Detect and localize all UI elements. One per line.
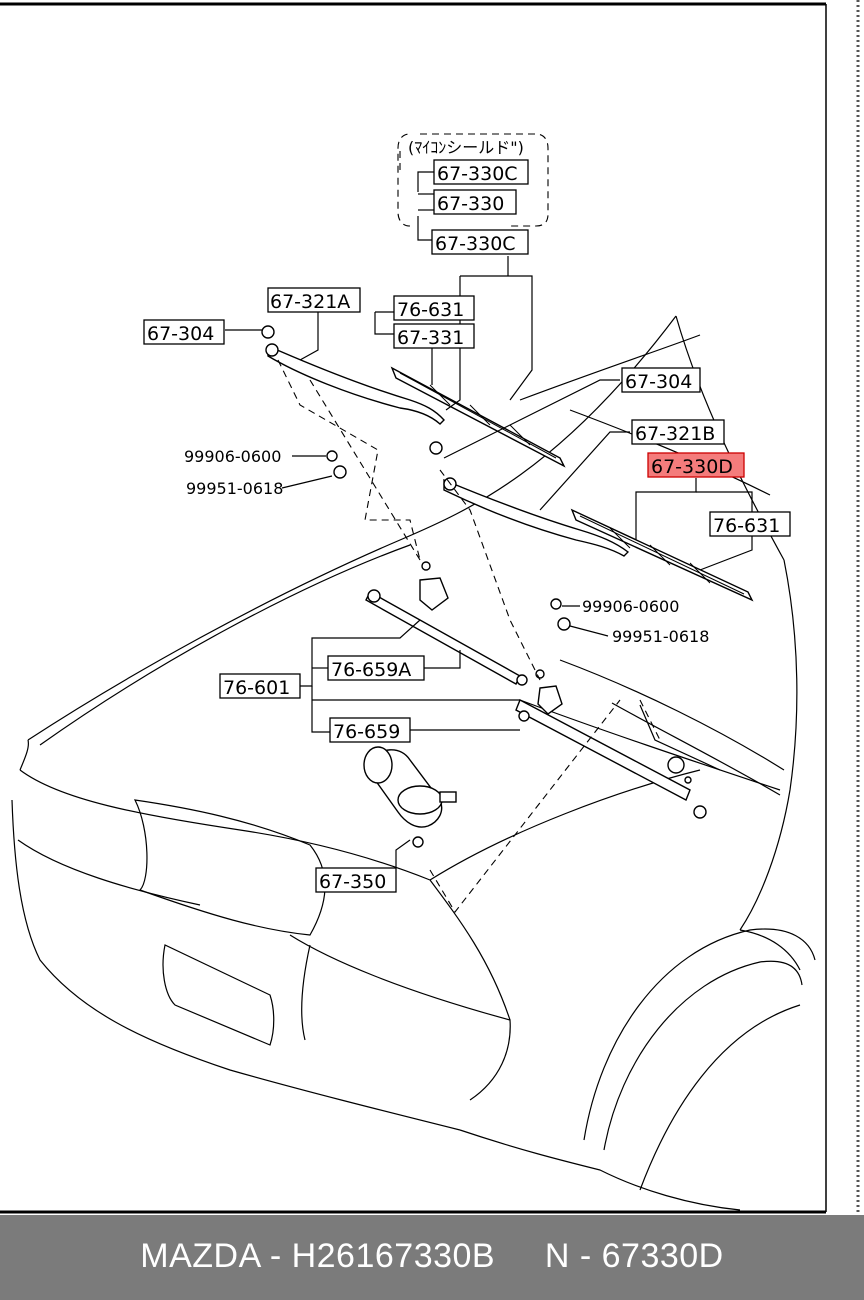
callout-67-330D-highlighted: 67-330D (647, 452, 745, 478)
callout-76-631-b: 76-631 (709, 511, 791, 537)
svg-text:76-631: 76-631 (397, 299, 464, 321)
callout-99906-0600-b: 99906-0600 (582, 597, 679, 616)
svg-text:67-321B: 67-321B (635, 423, 715, 445)
parts-diagram: (ﾏｲｺﾝシールド") 67-330C 67-330 67-330C 67-32… (0, 0, 860, 1215)
svg-text:67-330D: 67-330D (651, 456, 733, 478)
wiper-motor (363, 746, 457, 848)
footer-brand: MAZDA (140, 1237, 260, 1275)
footer-gap (495, 1237, 545, 1275)
svg-text:76-659: 76-659 (333, 721, 400, 743)
footer-separator: - (259, 1237, 292, 1275)
svg-text:76-631: 76-631 (713, 515, 780, 537)
assembly-dashed-lines (277, 150, 661, 913)
svg-text:76-659A: 76-659A (331, 659, 411, 681)
svg-text:76-601: 76-601 (223, 677, 290, 699)
note-label: (ﾏｲｺﾝシールド") (408, 138, 524, 157)
callout-67-330: 67-330 (433, 189, 517, 215)
wiper-blade-left (390, 366, 566, 468)
callout-67-304-b: 67-304 (621, 367, 701, 393)
footer-caption: MAZDA - H26167330B N - 67330D (0, 1237, 864, 1276)
callout-67-304-a: 67-304 (143, 319, 225, 345)
svg-text:99906-0600: 99906-0600 (582, 597, 679, 616)
callout-99906-0600-a: 99906-0600 (184, 447, 281, 466)
callout-76-659A: 76-659A (327, 655, 425, 681)
callout-99951-0618-a: 99951-0618 (186, 479, 283, 498)
callout-67-331: 67-331 (393, 323, 475, 349)
callout-67-330C-a: 67-330C (433, 159, 529, 185)
callout-99951-0618-b: 99951-0618 (612, 627, 709, 646)
car-body-outline (11, 315, 816, 1211)
footer-n-code: 67330D (601, 1237, 724, 1275)
callout-67-350: 67-350 (315, 867, 397, 893)
svg-text:99951-0618: 99951-0618 (612, 627, 709, 646)
wiper-linkage (365, 561, 707, 819)
footer-part-number: H26167330B (291, 1237, 496, 1275)
svg-text:67-330C: 67-330C (435, 233, 516, 255)
wiper-blade-right (570, 508, 754, 602)
fasteners (326, 450, 692, 784)
note-bracket (397, 133, 549, 227)
callout-67-330C-b: 67-330C (431, 229, 529, 255)
callout-67-321A: 67-321A (267, 287, 361, 313)
callout-67-321B: 67-321B (631, 419, 725, 445)
footer-bar: MAZDA - H26167330B N - 67330D (0, 1215, 864, 1300)
leader-lines (225, 171, 753, 868)
svg-text:67-350: 67-350 (319, 871, 386, 893)
svg-text:67-330: 67-330 (437, 193, 504, 215)
wiper-arm-right (429, 441, 630, 557)
svg-text:99951-0618: 99951-0618 (186, 479, 283, 498)
svg-text:67-304: 67-304 (625, 371, 692, 393)
svg-text:67-330C: 67-330C (437, 163, 518, 185)
wiper-arm-left (261, 325, 445, 425)
svg-text:67-321A: 67-321A (270, 291, 350, 313)
callout-76-631-a: 76-631 (393, 295, 475, 321)
footer-n-prefix: N - (544, 1237, 602, 1275)
callout-76-601: 76-601 (219, 673, 301, 699)
svg-text:67-304: 67-304 (147, 323, 214, 345)
svg-text:67-331: 67-331 (397, 327, 464, 349)
svg-text:99906-0600: 99906-0600 (184, 447, 281, 466)
callout-76-659: 76-659 (329, 717, 411, 743)
